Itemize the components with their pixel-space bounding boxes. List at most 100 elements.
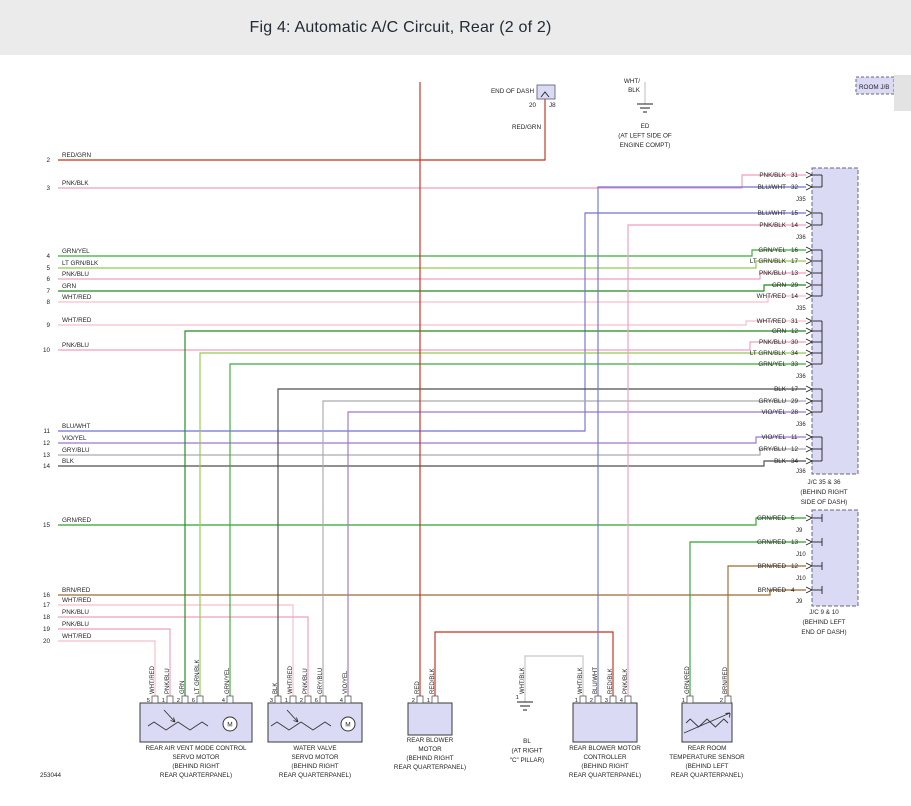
jc-35-36-pin-chevron xyxy=(805,292,813,300)
wire-blk-watervalve xyxy=(277,388,806,697)
jc-35-36-pin-wire-label: GRN xyxy=(772,328,786,335)
vertical-wire-label: WHT/RED xyxy=(288,665,294,694)
jc-35-36-pin-chevron xyxy=(805,397,813,405)
end-of-dash-pin: 20 xyxy=(529,102,537,109)
vertical-wire-label: GRN xyxy=(180,681,186,694)
rear-blower-motor-pin-number: 2 xyxy=(412,698,415,704)
jc-9-10-pin-wire-label: GRN/RED xyxy=(757,515,786,522)
wire-vio-yel-row12 xyxy=(58,436,806,444)
row-wire-label: GRN/RED xyxy=(62,517,91,524)
wire-pnk-blu-row19 xyxy=(58,628,171,697)
rear-blower-motor-controller-caption: (BEHIND RIGHT xyxy=(581,763,628,770)
jc-35-36-pin-chevron xyxy=(805,317,813,325)
rear-room-temperature-sensor-caption: REAR QUARTERPANEL) xyxy=(671,772,743,779)
jc-35-36-pin-number: 29 xyxy=(791,398,799,405)
jc-35-36-pin-wire-label: PNK/BLK xyxy=(759,222,786,229)
rear-room-temperature-sensor-caption: REAR ROOM xyxy=(688,745,727,752)
jc-9-10-connector-name: J9 xyxy=(796,599,803,605)
rear-room-temperature-sensor-pin-number: 2 xyxy=(720,698,723,704)
jc-35-36-pin-number: 12 xyxy=(791,328,799,335)
jc-35-36-pin-chevron xyxy=(805,269,813,277)
rear-air-vent-servo-motor xyxy=(222,716,238,732)
end-of-dash-label: END OF DASH xyxy=(491,88,534,95)
water-valve-servo-caption: SERVO MOTOR xyxy=(291,754,338,761)
rear-air-vent-servo-pin xyxy=(151,695,159,704)
row-wire-label: VIO/YEL xyxy=(62,435,87,442)
jc-9-10-pin-chevron xyxy=(805,562,813,570)
water-valve-servo-pin xyxy=(319,695,327,704)
vertical-wire-label: BRN/RED xyxy=(723,666,729,694)
wire-grn-row7 xyxy=(58,284,806,292)
jc-9-10-pin-chevron xyxy=(805,538,813,546)
rear-air-vent-servo-caption: REAR QUARTERPANEL) xyxy=(160,772,232,779)
rear-air-vent-servo-pin-number: 5 xyxy=(147,698,150,704)
jc-35-36-pin-chevron xyxy=(805,221,813,229)
row-wire-label: GRN/YEL xyxy=(62,248,90,255)
row-wire-label: PNK/BLK xyxy=(62,180,89,187)
wire-grn-airvent xyxy=(184,330,806,697)
water-valve-servo-caption: WATER VALVE xyxy=(293,745,336,752)
row-wire-label: WHT/RED xyxy=(62,633,92,640)
water-valve-servo-pin xyxy=(344,695,352,704)
row-number: 15 xyxy=(43,522,51,529)
jc-35-36-pin-chevron xyxy=(805,445,813,453)
water-valve-servo-motor xyxy=(340,716,356,732)
jc-35-36-pin-wire-label: GRY/BLU xyxy=(758,446,786,453)
wire-gry-blu-watervalve xyxy=(322,400,806,697)
jc-35-36-pin-chevron xyxy=(805,457,813,465)
rear-air-vent-servo-pin xyxy=(181,695,189,704)
rear-room-temperature-sensor-caption: (BEHIND LEFT xyxy=(685,763,728,770)
rear-blower-motor-box xyxy=(407,702,453,736)
rear-blower-motor-controller-pin xyxy=(609,695,617,704)
jc-35-36-pin-chevron xyxy=(805,360,813,368)
wire-red-blk-blower-controller xyxy=(434,631,614,697)
row-number: 20 xyxy=(43,638,51,645)
rear-blower-motor-pin xyxy=(431,695,439,704)
jc-35-36-pin-wire-label: VIO/YEL xyxy=(762,409,787,416)
vertical-wire-label: LT GRN/BLK xyxy=(195,660,201,694)
row-wire-label: BLK xyxy=(62,458,75,465)
rear-blower-motor-controller-caption: CONTROLLER xyxy=(583,754,626,761)
wire-pnk-blu-row6 xyxy=(58,272,806,280)
wire-brn-red-sensor xyxy=(727,565,806,697)
jc-9-10-caption: END OF DASH) xyxy=(801,629,846,636)
wire-wht-red-row9 xyxy=(58,320,806,326)
row-wire-label: LT GRN/BLK xyxy=(62,260,99,267)
rear-room-temperature-sensor-thermistor xyxy=(685,718,729,728)
jc-35-36-pin-number: 17 xyxy=(791,386,799,393)
row-wire-label: PNK/BLU xyxy=(62,609,89,616)
rear-blower-motor-controller-box xyxy=(572,702,638,743)
jc-9-10-pin-number: 13 xyxy=(791,539,799,546)
jc-35-36-pin-chevron xyxy=(805,246,813,254)
end-of-dash-pin-chevron xyxy=(540,91,550,98)
water-valve-servo-pin xyxy=(289,695,297,704)
figure-title-bar: Fig 4: Automatic A/C Circuit, Rear (2 of… xyxy=(0,0,911,55)
row-wire-label: RED/GRN xyxy=(62,152,91,159)
row-number: 3 xyxy=(46,185,50,192)
jc-35-36-caption: J/C 35 & 36 xyxy=(808,479,841,486)
jc-9-10-pin-wire-label: GRN/RED xyxy=(757,539,786,546)
row-number: 19 xyxy=(43,626,51,633)
wht-blk-wire-label-line1: WHT/ xyxy=(624,78,640,85)
rear-blower-motor-controller-pin xyxy=(624,695,632,704)
vertical-wire-label: PNK/BLU xyxy=(303,668,309,694)
wire-grn-red-row15 xyxy=(58,517,806,526)
rear-air-vent-servo-motor-label: M xyxy=(227,722,232,729)
rear-air-vent-servo-caption: (BEHIND RIGHT xyxy=(172,763,219,770)
vertical-wire-label: RED/BLK xyxy=(430,668,436,694)
water-valve-servo-potentiometer xyxy=(270,721,332,731)
vertical-wire-label: GRY/BLU xyxy=(318,668,324,694)
wire-blu-wht-row11 xyxy=(58,212,806,432)
jc-9-10-pin-chevron xyxy=(805,514,813,522)
jc-35-36-pin-chevron xyxy=(805,408,813,416)
jc-35-36-pin-number: 31 xyxy=(791,172,799,179)
vertical-wire-label: GRN/YEL xyxy=(225,667,231,694)
wire-lt-grn-blk-airvent xyxy=(199,352,806,697)
vertical-wire-label: RED xyxy=(415,681,421,694)
jc-9-10-pin-number: 4 xyxy=(791,587,795,594)
jc-35-36-pin-number: 12 xyxy=(791,446,799,453)
row-number: 16 xyxy=(43,592,51,599)
rear-blower-motor-controller-pin-number: 3 xyxy=(605,698,608,704)
rear-room-temperature-sensor-box xyxy=(681,702,733,743)
